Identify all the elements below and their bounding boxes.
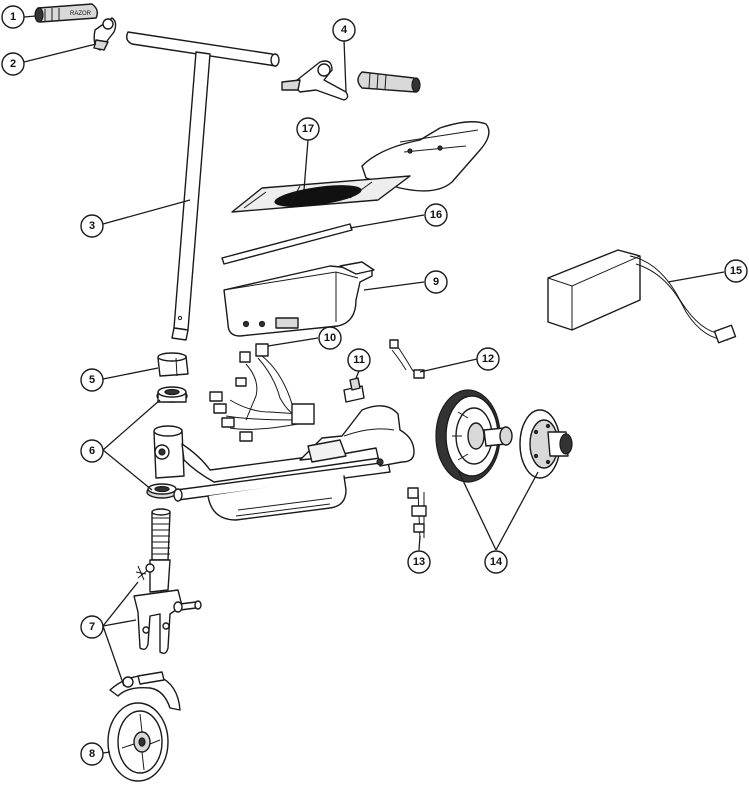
part-switch: [344, 378, 364, 402]
part-rear-wheel: [436, 390, 512, 482]
callout-8-label: 8: [89, 748, 95, 760]
part-headset-top-bearing: [157, 387, 187, 402]
callout-16-label: 16: [430, 209, 442, 221]
part-left-grip: RAZOR: [35, 4, 97, 22]
callout-7: 7: [81, 616, 103, 638]
part-frame: [154, 406, 414, 520]
callout-4-label: 4: [341, 24, 348, 36]
callout-13: 13: [408, 551, 430, 573]
part-battery-pack: [548, 250, 736, 343]
callout-16: 16: [425, 204, 447, 226]
callout-6: 6: [81, 440, 103, 462]
part-right-grip: [358, 72, 420, 92]
callout-12: 12: [477, 348, 499, 370]
callout-2: 2: [2, 53, 24, 75]
callout-5-label: 5: [89, 374, 95, 386]
callout-6-label: 6: [89, 445, 95, 457]
part-battery-box: [224, 262, 374, 336]
part-handlebar-clamp: [94, 18, 116, 50]
callout-15: 15: [725, 260, 747, 282]
callout-5: 5: [81, 369, 103, 391]
callout-8: 8: [81, 743, 103, 765]
callout-15-label: 15: [730, 265, 742, 277]
callout-12-label: 12: [482, 353, 494, 365]
part-motor-hub: [520, 410, 572, 478]
callout-10-label: 10: [324, 332, 336, 344]
callout-13-label: 13: [413, 556, 425, 568]
grip-brand-text: RAZOR: [70, 11, 92, 17]
callout-1-label: 1: [10, 11, 16, 23]
callout-14: 14: [485, 551, 507, 573]
callout-3: 3: [81, 215, 103, 237]
callout-3-label: 3: [89, 220, 95, 232]
callout-7-label: 7: [89, 621, 95, 633]
part-motor-connector: [408, 488, 426, 540]
part-fork: [134, 509, 182, 653]
part-headset-bottom-bearing: [147, 484, 177, 498]
callout-2-label: 2: [10, 58, 16, 70]
part-seat-and-deck-cover: [232, 122, 489, 212]
callout-11-label: 11: [353, 354, 365, 366]
part-deck-strip: [222, 224, 352, 264]
part-front-wheel: [108, 703, 168, 781]
callout-17-label: 17: [302, 123, 314, 135]
callout-4: 4: [333, 19, 355, 41]
callout-9: 9: [425, 271, 447, 293]
part-clamp-ring: [158, 353, 188, 376]
callout-11: 11: [348, 349, 370, 371]
part-wire-connector: [390, 340, 424, 378]
callout-10: 10: [319, 327, 341, 349]
part-brake-lever: [282, 61, 348, 100]
leader-lines: [24, 16, 724, 753]
callout-9-label: 9: [433, 276, 439, 288]
callout-14-label: 14: [490, 556, 503, 568]
callout-17: 17: [297, 118, 319, 140]
part-wiring-harness: [210, 344, 314, 441]
part-axle-bolt: [174, 601, 201, 612]
callout-1: 1: [2, 6, 24, 28]
